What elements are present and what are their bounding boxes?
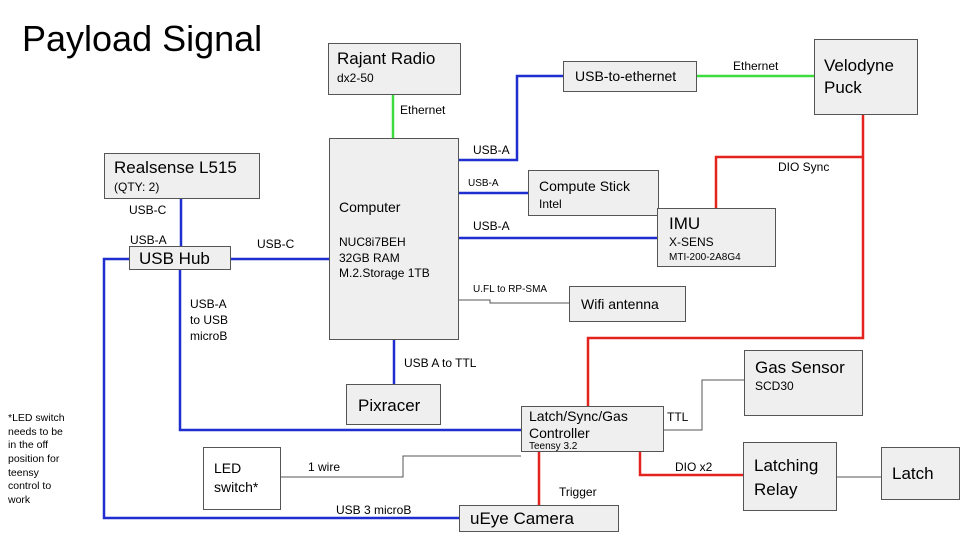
- wire-computer-wifi: [459, 299, 569, 304]
- label-dio-sync: DIO Sync: [778, 160, 830, 174]
- latching-relay-name-2: Relay: [754, 480, 798, 499]
- usb-hub-box: USB Hub: [129, 246, 231, 270]
- wire-hub-ueye: [102, 257, 459, 520]
- controller-name-2: Controller: [529, 425, 590, 441]
- usb-to-ethernet-name: USB-to-ethernet: [575, 68, 677, 84]
- compute-stick-name: Compute Stick: [539, 178, 631, 194]
- label-one-wire: 1 wire: [308, 460, 341, 474]
- footnote-line: position for: [8, 452, 60, 465]
- computer-detail-3: M.2.Storage 1TB: [339, 266, 430, 280]
- led-switch-name-2: switch*: [214, 479, 259, 495]
- led-switch-name-1: LED: [214, 460, 242, 476]
- rajant-radio-name: Rajant Radio: [337, 49, 436, 68]
- label-usb-ttl: USB A to TTL: [404, 356, 477, 370]
- computer-detail-2: 32GB RAM: [339, 251, 400, 265]
- led-switch-box: LED switch*: [203, 447, 281, 510]
- gas-sensor-detail: SCD30: [755, 379, 794, 393]
- label-usba-ethernet: USB-A: [473, 143, 510, 157]
- imu-box: IMU X-SENS MTI-200-2A8G4: [657, 208, 776, 267]
- controller-name-1: Latch/Sync/Gas: [529, 408, 628, 424]
- wire-usba-ethernet: [459, 74, 563, 162]
- computer-box: Computer NUC8i7BEH 32GB RAM M.2.Storage …: [329, 138, 459, 340]
- page-title: Payload Signal: [22, 18, 263, 59]
- wire-dio-sync-imu: [714, 155, 863, 208]
- label-usbc-hub: USB-C: [257, 237, 295, 251]
- realsense-name: Realsense L515: [114, 158, 237, 177]
- wifi-antenna-box: Wifi antenna: [569, 286, 686, 322]
- footnote-line: in the off: [8, 439, 49, 452]
- controller-detail: Teensy 3.2: [529, 441, 578, 452]
- label-ufl: U.FL to RP-SMA: [473, 284, 548, 295]
- label-usba-realsense: USB-A: [130, 233, 167, 247]
- ueye-camera-name: uEye Camera: [470, 509, 574, 528]
- latching-relay-box: Latching Relay: [743, 442, 837, 511]
- imu-name: IMU: [669, 214, 701, 233]
- computer-detail-1: NUC8i7BEH: [339, 235, 406, 249]
- ueye-camera-box: uEye Camera: [459, 505, 619, 532]
- footnote-line: needs to be: [8, 425, 63, 438]
- footnote-line: teensy: [8, 466, 39, 479]
- latch-name: Latch: [892, 464, 934, 483]
- velodyne-puck-name-1: Velodyne: [824, 56, 894, 75]
- imu-detail-1: X-SENS: [669, 235, 714, 249]
- compute-stick-detail: Intel: [539, 197, 562, 211]
- footnote: *LED switch needs to be in the off posit…: [8, 412, 65, 507]
- label-usb3-microb: USB 3 microB: [336, 503, 412, 517]
- realsense-box: Realsense L515 (QTY: 2): [104, 153, 260, 199]
- usb-hub-name: USB Hub: [139, 249, 210, 268]
- label-dio-x2: DIO x2: [675, 460, 713, 474]
- rajant-radio-detail: dx2-50: [337, 71, 374, 85]
- controller-box: Latch/Sync/Gas Controller Teensy 3.2: [521, 406, 664, 452]
- label-usba-microb-2: to USB: [190, 313, 229, 327]
- footnote-line: work: [8, 493, 31, 506]
- latching-relay-name-1: Latching: [754, 456, 819, 475]
- label-ttl: TTL: [667, 410, 689, 424]
- label-usba-microb-3: microB: [190, 329, 228, 343]
- wire-controller-relay: [638, 452, 743, 477]
- gas-sensor-box: Gas Sensor SCD30: [744, 350, 863, 416]
- wire-controller-gas: [664, 379, 744, 431]
- label-ethernet-puck: Ethernet: [733, 59, 779, 73]
- velodyne-puck-name-2: Puck: [824, 78, 862, 97]
- gas-sensor-name: Gas Sensor: [755, 358, 845, 377]
- rajant-radio-box: Rajant Radio dx2-50: [328, 43, 461, 95]
- wire-led-controller: [281, 455, 521, 478]
- computer-name: Computer: [339, 199, 401, 215]
- wire-puck-controller: [586, 115, 865, 406]
- compute-stick-box: Compute Stick Intel: [528, 170, 659, 216]
- wifi-antenna-name: Wifi antenna: [581, 296, 659, 312]
- pixracer-name: Pixracer: [358, 396, 421, 415]
- wire-hub-controller: [178, 270, 521, 432]
- realsense-detail: (QTY: 2): [114, 180, 160, 194]
- label-usbc-realsense: USB-C: [129, 203, 167, 217]
- footnote-line: control to: [8, 480, 52, 493]
- label-trigger: Trigger: [559, 485, 597, 499]
- footnote-line: *LED switch: [8, 412, 65, 424]
- label-usba-stick: USB-A: [468, 178, 499, 189]
- velodyne-puck-box: Velodyne Puck: [814, 39, 918, 115]
- imu-detail-2: MTI-200-2A8G4: [669, 252, 741, 263]
- label-usba-imu: USB-A: [473, 219, 510, 233]
- label-usba-microb-1: USB-A: [190, 297, 227, 311]
- label-ethernet-radio: Ethernet: [400, 103, 446, 117]
- pixracer-box: Pixracer: [346, 384, 441, 425]
- latch-box: Latch: [881, 447, 960, 500]
- usb-to-ethernet-box: USB-to-ethernet: [563, 61, 697, 92]
